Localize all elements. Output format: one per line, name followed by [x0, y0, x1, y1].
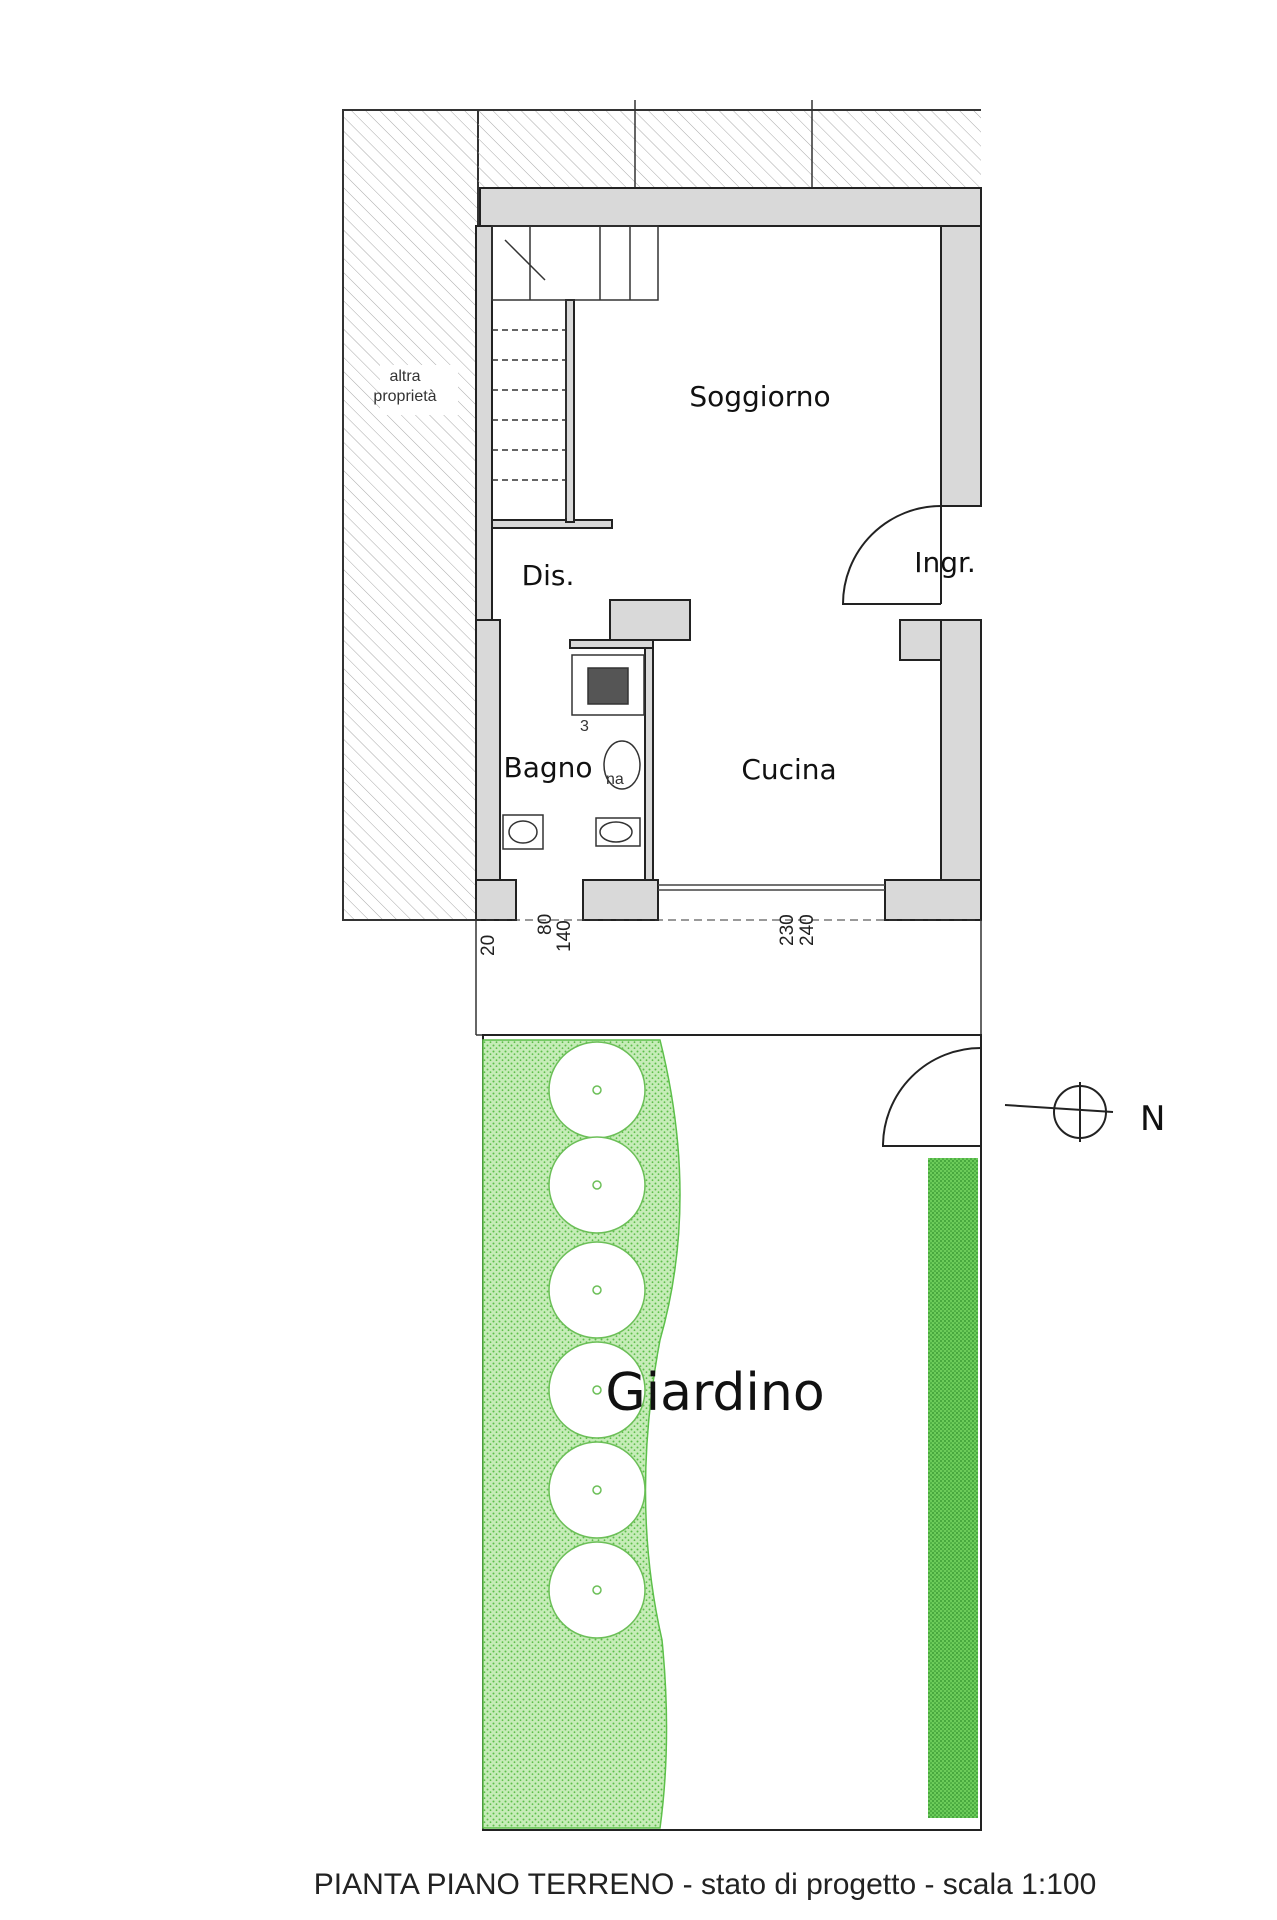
garden-gate	[881, 1047, 982, 1147]
plan-title: PIANTA PIANO TERRENO - stato di progetto…	[314, 1868, 1097, 1901]
dimension-230: 230	[777, 914, 798, 946]
room-label-bagno: Bagno	[503, 751, 592, 784]
neighbor-label-line1: altra	[389, 368, 420, 385]
neighbor-property: altra proprietà	[342, 100, 981, 921]
neighbor-label-line2: proprietà	[373, 388, 436, 405]
kitchen-window	[658, 884, 885, 891]
sink	[603, 740, 641, 790]
north-arrow	[1004, 1082, 1114, 1142]
dimension-80: 80	[535, 914, 556, 935]
bathroom-fixtures: 3 na	[502, 654, 645, 850]
shower-mark: 3	[580, 718, 589, 735]
shower-tray	[571, 654, 645, 716]
house-walls	[475, 187, 982, 921]
room-label-disimpegno: Dis.	[522, 559, 575, 592]
room-label-soggiorno: Soggiorno	[689, 380, 830, 413]
dimension-140: 140	[554, 920, 575, 952]
sink-mark: na	[606, 771, 624, 788]
tree-row	[548, 1041, 646, 1639]
room-label-cucina: Cucina	[741, 753, 836, 786]
room-label-giardino: Giardino	[605, 1363, 824, 1423]
north-label: N	[1140, 1099, 1165, 1139]
dimension-240: 240	[797, 914, 818, 946]
staircase	[491, 225, 659, 518]
dimension-20: 20	[478, 935, 499, 956]
tree-centers	[592, 1085, 602, 1595]
room-label-ingresso: Ingr.	[914, 546, 976, 579]
entrance-door	[841, 505, 942, 605]
garden	[475, 920, 982, 1831]
hedge	[928, 1158, 978, 1818]
